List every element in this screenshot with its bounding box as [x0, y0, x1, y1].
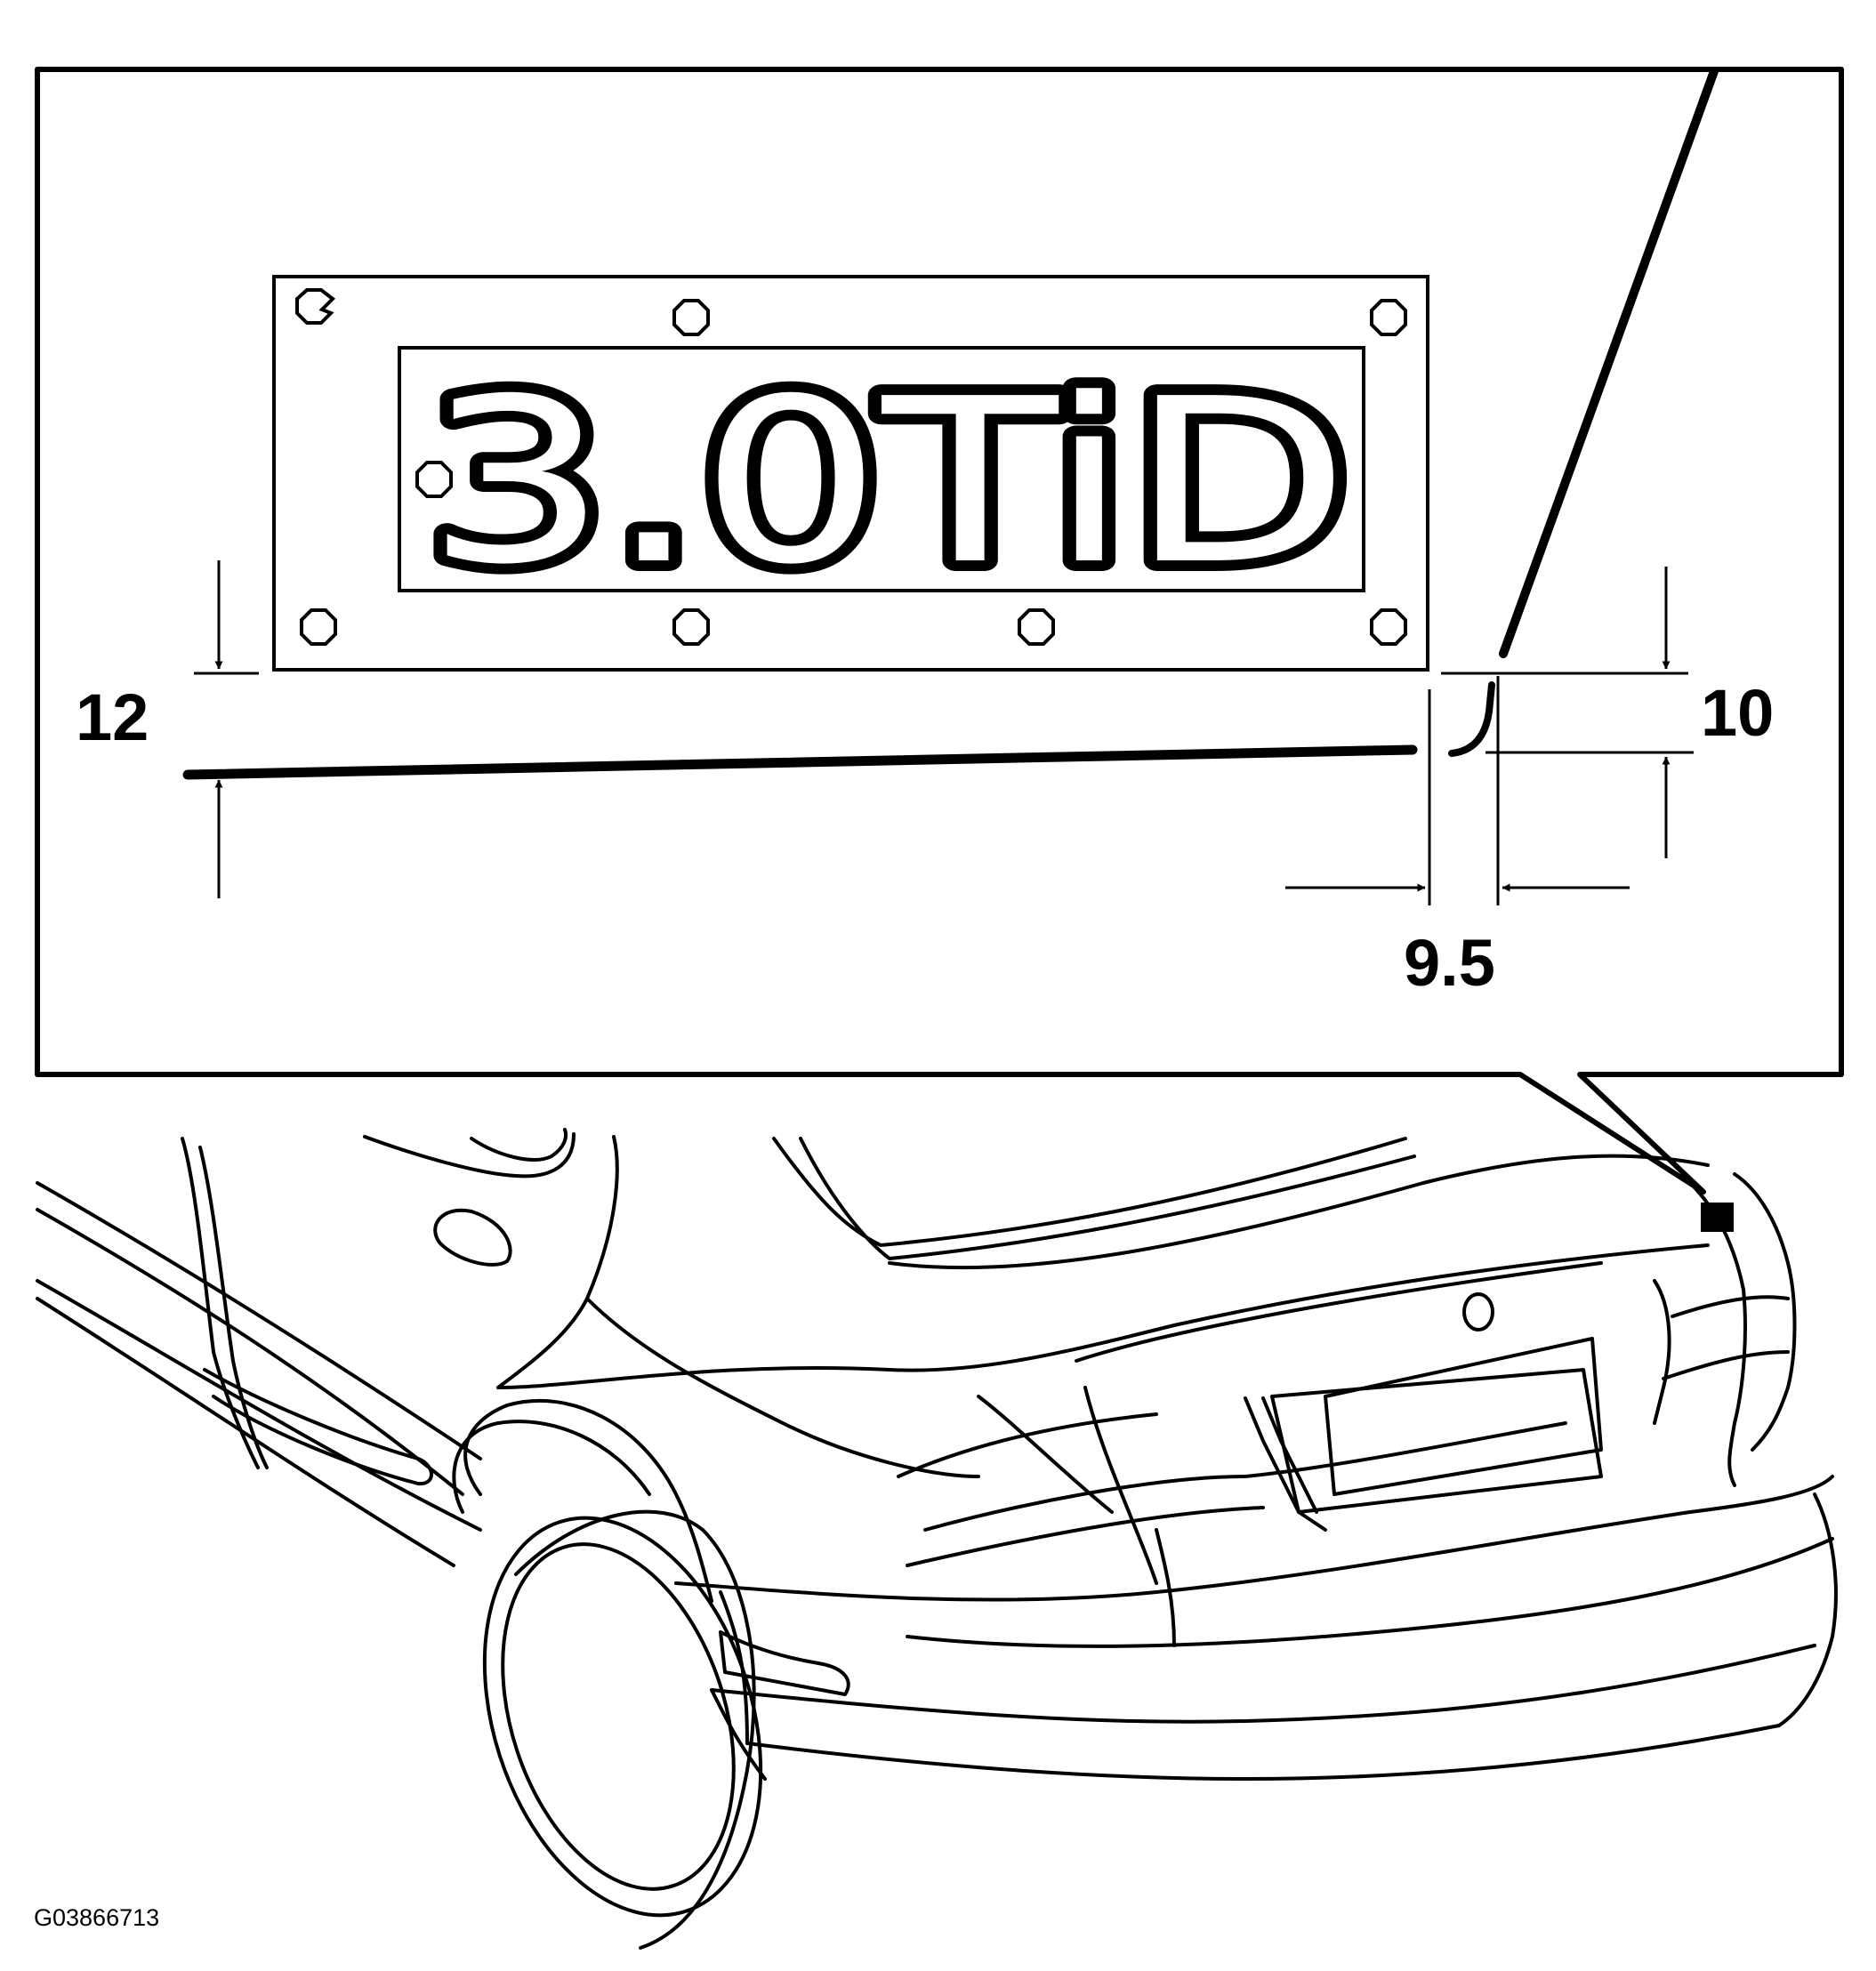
- car-illustration: [36, 1128, 1838, 1950]
- mounting-hole-icon: [672, 299, 710, 336]
- mounting-hole-icon: [1370, 299, 1407, 336]
- dimension-lines: [194, 560, 1694, 905]
- mounting-hole-icon: [415, 461, 453, 498]
- right-height-label: 10: [1701, 676, 1774, 750]
- trunk-edge-line: [182, 67, 1719, 780]
- mounting-hole-icon: [1018, 608, 1055, 646]
- mounting-hole-icon: [300, 608, 337, 646]
- callout-frame: [35, 67, 1844, 1195]
- figure-reference-code: G03866713: [34, 1904, 159, 1931]
- badge-text: 3.0TiD: [425, 350, 1350, 615]
- badge-plate: [272, 275, 1429, 672]
- badge-location-marker: [1701, 1203, 1734, 1232]
- mounting-hole-icon: [1370, 608, 1407, 646]
- mounting-hole-icon: [295, 288, 336, 325]
- left-height-label: 12: [76, 680, 149, 754]
- mounting-hole-icons: [295, 288, 1407, 646]
- mounting-hole-icon: [672, 608, 710, 646]
- horizontal-gap-label: 9.5: [1404, 926, 1495, 1000]
